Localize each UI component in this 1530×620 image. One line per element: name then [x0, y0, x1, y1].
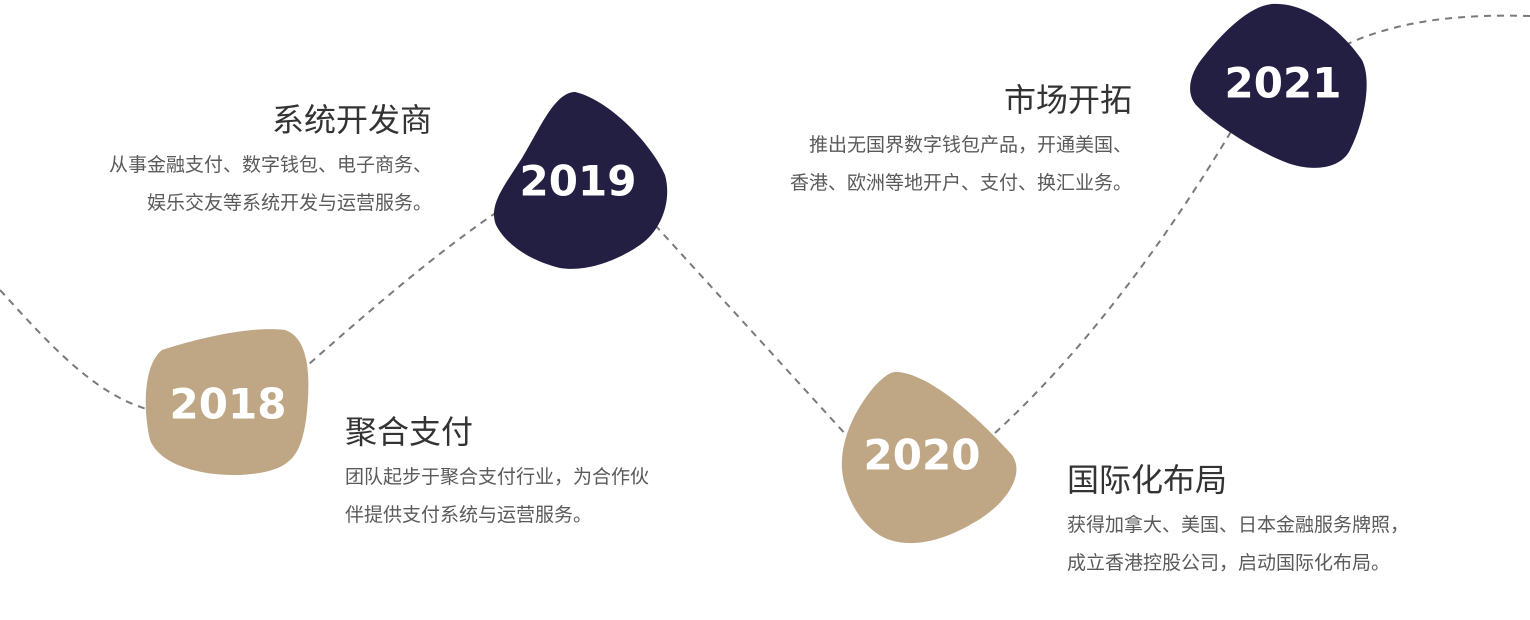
- milestone-2018-blob: [145, 329, 309, 476]
- milestone-2021-year: 2021: [1225, 59, 1342, 108]
- milestone-2019-year: 2019: [520, 157, 637, 206]
- milestone-2019-desc-line-2: 娱乐交友等系统开发与运营服务。: [146, 192, 432, 214]
- milestone-2018-desc-line-2: 伴提供支付系统与运营服务。: [345, 504, 593, 526]
- milestone-2018-title: 聚合支付: [345, 413, 474, 451]
- milestone-2020-desc-line-1: 获得加拿大、美国、日本金融服务牌照，: [1067, 514, 1410, 536]
- milestone-2018-desc-line-1: 团队起步于聚合支付行业，为合作伙: [345, 466, 650, 488]
- milestone-2019-text: 系统开发商 从事金融支付、数字钱包、电子商务、 娱乐交友等系统开发与运营服务。: [70, 100, 432, 222]
- milestone-2020-year: 2020: [864, 431, 981, 480]
- milestone-2020-desc-line-2: 成立香港控股公司，启动国际化布局。: [1067, 552, 1391, 574]
- connector-end: [1344, 14, 1530, 46]
- milestone-2018-year: 2018: [170, 380, 287, 429]
- milestone-2021-desc-line-1: 推出无国界数字钱包产品，开通美国、: [808, 134, 1132, 156]
- milestone-2019-blob: [493, 92, 668, 269]
- milestone-2020-node: 2020: [841, 371, 1017, 544]
- milestone-2018-node: 2018: [145, 329, 309, 476]
- milestone-2020-blob: [841, 371, 1017, 544]
- connector-start: [0, 289, 151, 411]
- milestone-2020-text: 国际化布局 获得加拿大、美国、日本金融服务牌照， 成立香港控股公司，启动国际化布…: [1067, 460, 1487, 582]
- milestone-2019-desc-line-1: 从事金融支付、数字钱包、电子商务、: [108, 154, 432, 176]
- milestone-2019-node: 2019: [493, 92, 668, 269]
- milestone-2021-node: 2021: [1190, 3, 1367, 168]
- milestone-2021-title: 市场开拓: [1003, 81, 1132, 119]
- milestone-2018-text: 聚合支付 团队起步于聚合支付行业，为合作伙 伴提供支付系统与运营服务。: [345, 412, 705, 534]
- milestone-2021-desc-line-2: 香港、欧洲等地开户、支付、换汇业务。: [789, 172, 1132, 194]
- milestone-2020-title: 国际化布局: [1067, 461, 1228, 499]
- connector-2019-2020: [654, 224, 849, 438]
- milestone-2021-blob: [1190, 3, 1367, 168]
- connector-2020-2021: [994, 129, 1233, 434]
- milestone-2019-title: 系统开发商: [271, 101, 432, 139]
- milestone-2021-text: 市场开拓 推出无国界数字钱包产品，开通美国、 香港、欧洲等地开户、支付、换汇业务…: [760, 80, 1132, 202]
- connector-2018-2019: [299, 209, 501, 373]
